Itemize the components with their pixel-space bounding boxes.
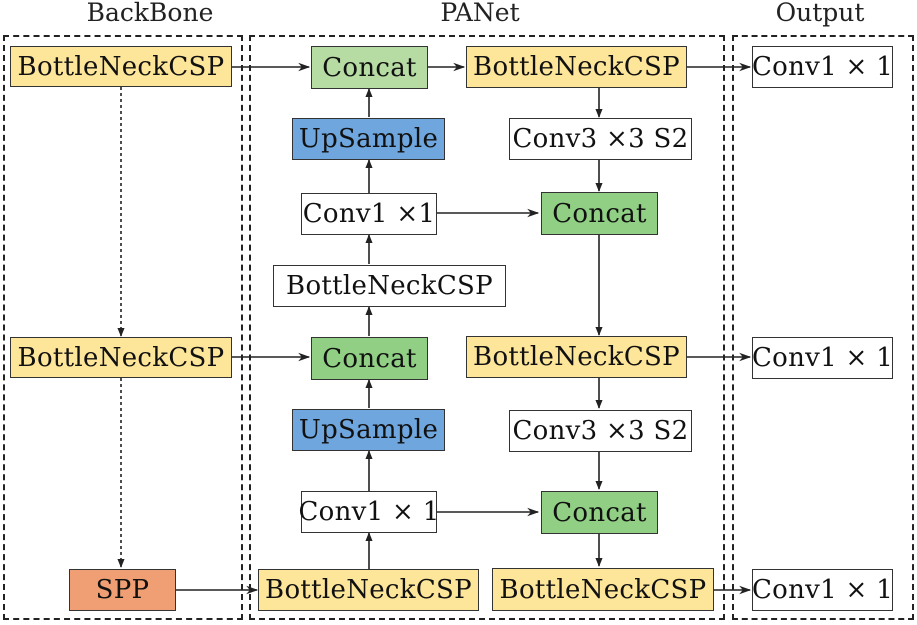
panet-concat-2: Concat [311,337,428,380]
panet-bottleneckcsp-bottom-right: BottleNeckCSP [492,568,714,611]
panet-bottleneckcsp-mid-right: BottleNeckCSP [466,336,687,378]
panet-conv1x1-1: Conv1 ×1 [301,193,437,235]
output-title: Output [775,0,865,27]
output-section [732,35,914,620]
panet-bottleneckcsp-mid: BottleNeckCSP [273,265,506,307]
panet-bottleneckcsp-bottom-left: BottleNeckCSP [258,569,479,611]
panet-upsample-2: UpSample [292,409,445,451]
panet-conv3x3-s2-2: Conv3 ×3 S2 [509,410,692,452]
panet-bottleneckcsp-top-right: BottleNeckCSP [466,46,687,88]
panet-section [249,35,725,620]
backbone-section [3,35,243,620]
output-conv1x1-1: Conv1 × 1 [752,46,893,88]
backbone-bottleneckcsp-2: BottleNeckCSP [10,337,232,378]
panet-concat-4: Concat [541,491,658,534]
backbone-bottleneckcsp-1: BottleNeckCSP [10,46,232,87]
panet-title: PANet [440,0,520,27]
backbone-spp: SPP [69,569,176,611]
panet-conv1x1-2: Conv1 × 1 [298,491,439,533]
backbone-title: BackBone [86,0,214,27]
output-conv1x1-2: Conv1 × 1 [752,337,893,379]
panet-conv3x3-s2-1: Conv3 ×3 S2 [509,118,692,160]
panet-upsample-1: UpSample [292,118,445,160]
output-conv1x1-3: Conv1 × 1 [752,569,893,611]
panet-concat-1: Concat [311,46,428,89]
panet-concat-3: Concat [541,192,658,235]
